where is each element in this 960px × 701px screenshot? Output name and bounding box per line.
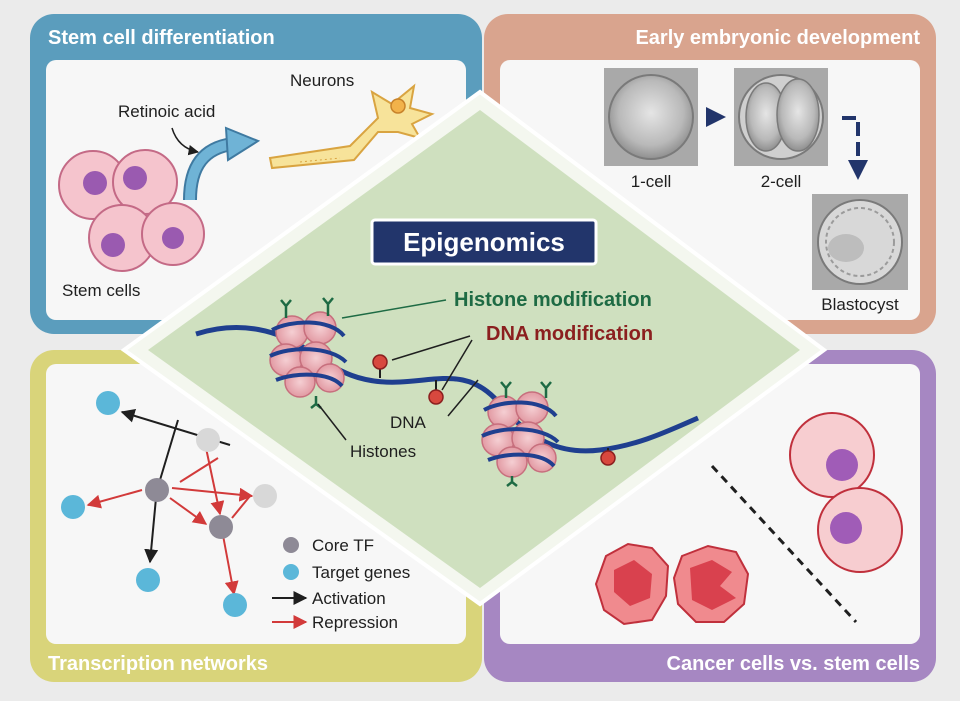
dna-label: DNA <box>390 413 427 432</box>
retinoic-acid-label: Retinoic acid <box>118 102 215 121</box>
dna-modification-label: DNA modification <box>486 323 653 345</box>
panel-title: Stem cell differentiation <box>48 27 275 49</box>
arrow-2-cell-to-blastocyst <box>842 116 868 180</box>
blastocyst-label: Blastocyst <box>821 295 899 314</box>
network-legend: Core TF Target genes Activation Repressi… <box>272 536 410 632</box>
network-edges-repression <box>86 447 254 596</box>
nucleosome-1 <box>269 297 348 409</box>
stem-cells <box>789 412 903 573</box>
epigenomics-title-box <box>370 218 598 266</box>
neuron-icon <box>268 83 435 170</box>
differentiation-arrow <box>183 126 261 201</box>
nucleosome-2 <box>481 381 560 487</box>
histones-label: Histones <box>350 442 416 461</box>
network-nodes <box>61 391 277 617</box>
panel-title: Early embryonic development <box>635 27 920 49</box>
dna-modification-marks <box>372 354 616 466</box>
blastocyst-image <box>812 194 908 290</box>
stem-cells-label: Stem cells <box>62 281 140 300</box>
one-cell-label: 1-cell <box>631 172 672 191</box>
two-cell-label: 2-cell <box>761 172 802 191</box>
stem-cells-cluster <box>58 149 205 272</box>
target-genes-swatch <box>283 564 299 580</box>
legend-core-tf: Core TF <box>312 536 374 555</box>
legend-activation: Activation <box>312 589 386 608</box>
cancer-cells <box>594 542 750 626</box>
center-diamond: Epigenomics <box>120 89 828 607</box>
callout-lines <box>317 299 479 441</box>
divider-dashed-line <box>710 464 858 624</box>
neurons-label: Neurons <box>290 71 354 90</box>
core-tf-swatch <box>283 537 299 553</box>
legend-target-genes: Target genes <box>312 563 410 582</box>
legend-repression: Repression <box>312 613 398 632</box>
retinoic-acid-pointer <box>171 127 200 156</box>
panel-title: Cancer cells vs. stem cells <box>667 653 921 675</box>
panel-title: Transcription networks <box>48 653 268 675</box>
epigenomics-title: Epigenomics <box>403 227 565 257</box>
histone-modification-label: Histone modification <box>454 289 652 311</box>
two-cell-embryo-image <box>734 68 828 166</box>
one-cell-embryo-image <box>604 68 698 166</box>
